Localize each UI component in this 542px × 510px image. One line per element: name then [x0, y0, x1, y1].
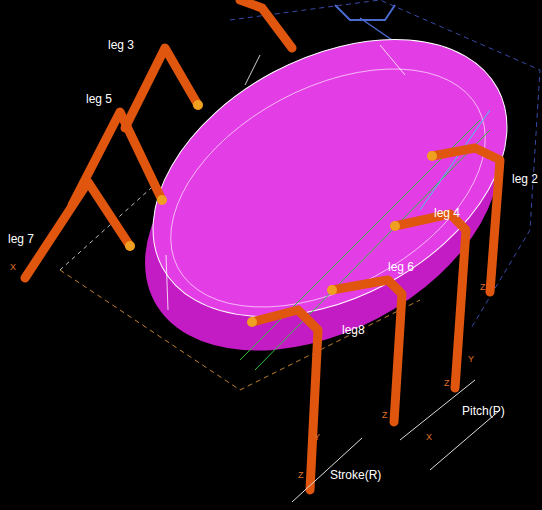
- leg-label: leg 5: [86, 92, 112, 106]
- axis-letter: Z: [382, 410, 388, 420]
- axis-letter: Z: [298, 470, 304, 480]
- leg-label: leg 2: [512, 172, 538, 186]
- dimension-label: Pitch(P): [462, 404, 505, 418]
- axis-letter: Y: [468, 354, 474, 364]
- leg-label: leg 3: [108, 38, 134, 52]
- leg-label: leg 6: [388, 260, 414, 274]
- leg-label: leg8: [342, 323, 365, 337]
- axis-letter: Z: [444, 378, 450, 388]
- axis-letter: X: [10, 262, 16, 272]
- axis-letter: Y: [314, 432, 320, 442]
- leg-label: leg 4: [434, 206, 460, 220]
- leg-label: leg 7: [8, 232, 34, 246]
- axis-letter: X: [426, 432, 432, 442]
- dimension-label: Stroke(R): [330, 468, 381, 482]
- axis-letter: Z: [480, 282, 486, 292]
